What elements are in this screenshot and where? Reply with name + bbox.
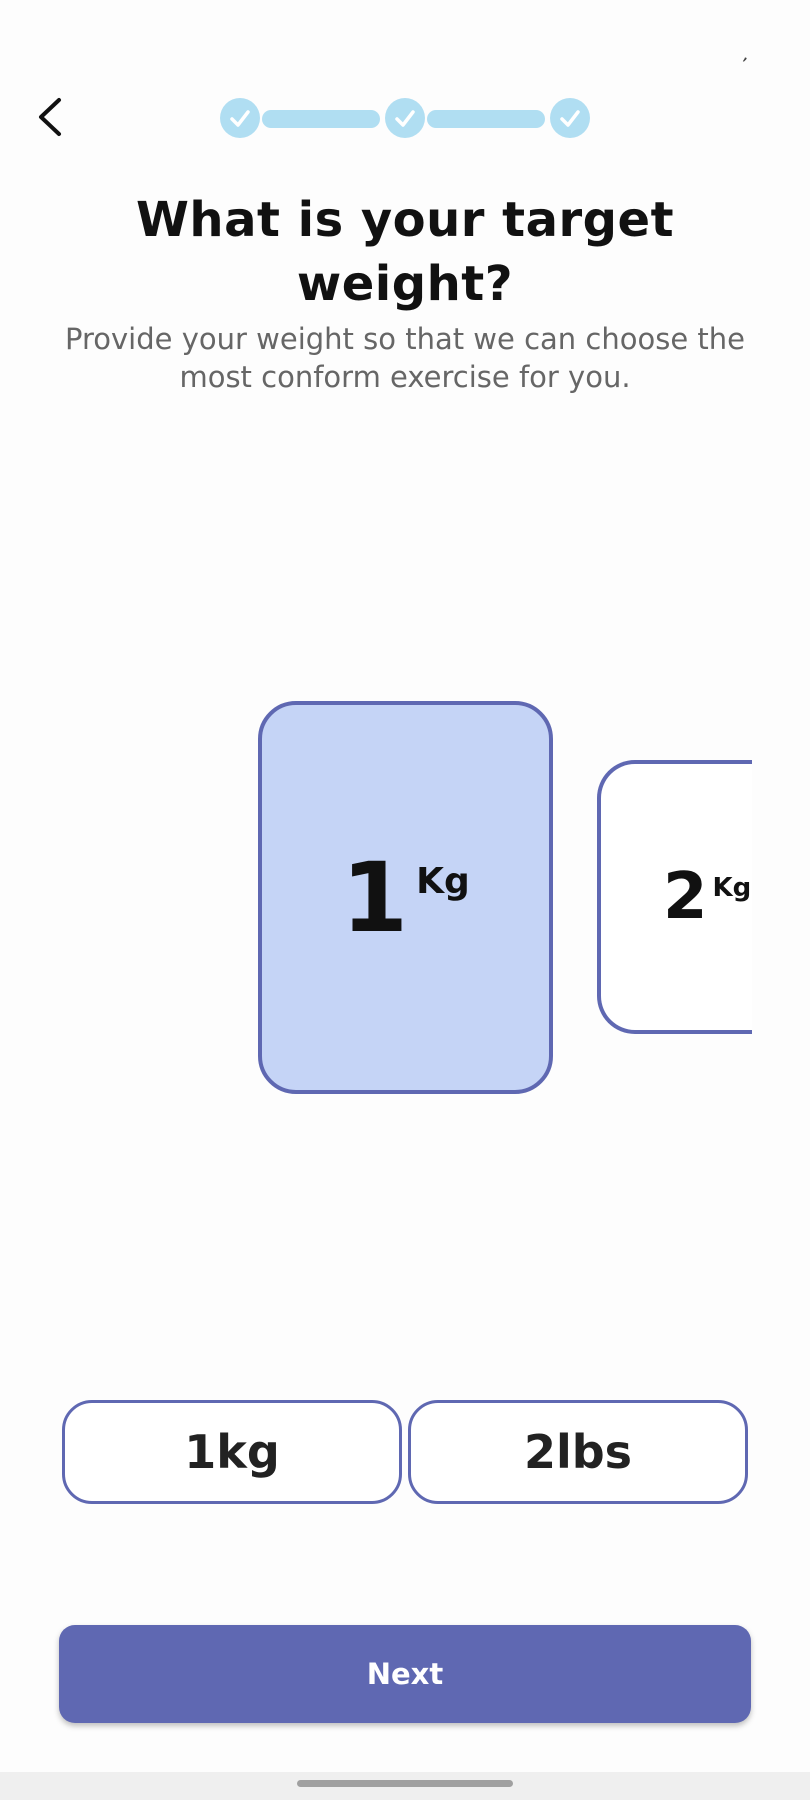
step-3-complete [550, 98, 590, 138]
carousel-edge [752, 740, 810, 1060]
weight-card-selected[interactable]: 1 Kg [258, 701, 553, 1094]
weight-value: 2 [663, 860, 708, 934]
step-1-complete [220, 98, 260, 138]
back-button[interactable] [30, 95, 70, 139]
next-button[interactable]: Next [59, 1625, 751, 1723]
status-mark: , [740, 43, 754, 66]
weight-value: 1 [341, 841, 409, 954]
home-indicator[interactable] [297, 1780, 513, 1787]
check-icon [560, 110, 580, 127]
step-2-complete [385, 98, 425, 138]
page-subtitle: Provide your weight so that we can choos… [65, 322, 745, 394]
step-connector [262, 110, 380, 128]
check-icon [230, 110, 250, 127]
unit-kg-button[interactable]: 1kg [62, 1400, 402, 1504]
check-icon [395, 110, 415, 127]
weight-unit: Kg [712, 873, 752, 903]
chevron-left-icon [39, 98, 61, 136]
progress-stepper [220, 98, 590, 140]
unit-lbs-button[interactable]: 2lbs [408, 1400, 748, 1504]
weight-unit: Kg [416, 860, 470, 902]
page-title: What is your target weight? [135, 192, 675, 312]
step-connector [427, 110, 545, 128]
